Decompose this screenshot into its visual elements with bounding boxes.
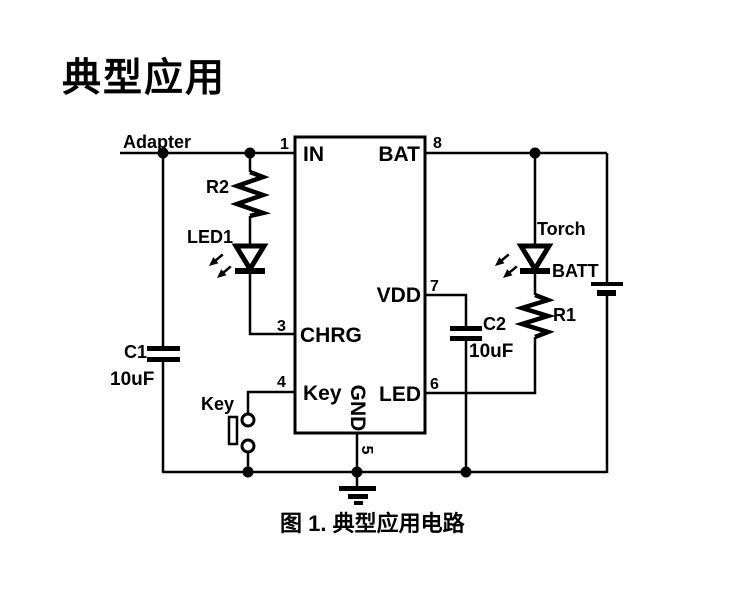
ic-pin-label-bat: BAT bbox=[378, 143, 420, 166]
ic-pin-label-key: Key bbox=[303, 382, 342, 405]
led1-label: LED1 bbox=[187, 227, 233, 247]
pin-number-6: 6 bbox=[430, 376, 439, 393]
circuit-wires bbox=[120, 151, 609, 487]
resistor-r1-symbol bbox=[514, 292, 556, 340]
pin-number-1: 1 bbox=[280, 136, 289, 153]
adapter-label: Adapter bbox=[123, 132, 191, 152]
figure-caption: 图 1. 典型应用电路 bbox=[280, 511, 465, 536]
junction-dots bbox=[157, 147, 541, 478]
ground-symbol bbox=[339, 486, 376, 505]
r2-label: R2 bbox=[206, 177, 229, 197]
key-button-label: Key bbox=[201, 394, 234, 414]
c2-label: C2 bbox=[483, 314, 506, 334]
resistor-r2-symbol bbox=[230, 169, 272, 219]
pin-number-3: 3 bbox=[277, 318, 286, 335]
torch-led-cathode-bar bbox=[520, 268, 550, 274]
r1-label: R1 bbox=[553, 305, 576, 325]
pin-number-5: 5 bbox=[358, 446, 375, 455]
page-title: 典型应用 bbox=[62, 55, 227, 101]
battery-symbol bbox=[591, 282, 623, 296]
pin-number-7: 7 bbox=[430, 278, 439, 295]
ic-pin-label-gnd: GND bbox=[346, 385, 369, 432]
capacitor-c1-symbol bbox=[147, 346, 180, 362]
ic-pin-label-led: LED bbox=[379, 383, 421, 406]
torch-led-diode-symbol bbox=[516, 243, 554, 274]
ic-pin-label-vdd: VDD bbox=[377, 284, 421, 307]
pin-number-8: 8 bbox=[433, 135, 442, 152]
c2-value: 10uF bbox=[469, 341, 513, 362]
torch-light-arrow-icon bbox=[495, 253, 518, 278]
led1-diode-symbol bbox=[231, 243, 269, 274]
batt-label: BATT bbox=[552, 261, 599, 281]
capacitor-c2-symbol bbox=[450, 326, 482, 341]
ic-pin-label-chrg: CHRG bbox=[300, 324, 362, 347]
led1-cathode-bar bbox=[235, 268, 265, 274]
ic-body bbox=[293, 135, 427, 435]
torch-label: Torch bbox=[537, 219, 586, 239]
pin-number-4: 4 bbox=[277, 374, 286, 391]
ic-pin-label-in: IN bbox=[303, 143, 324, 166]
led1-light-arrow-icon bbox=[209, 253, 232, 278]
key-pushbutton-symbol bbox=[227, 412, 256, 454]
c1-value: 10uF bbox=[110, 369, 154, 390]
c1-label: C1 bbox=[124, 342, 147, 362]
